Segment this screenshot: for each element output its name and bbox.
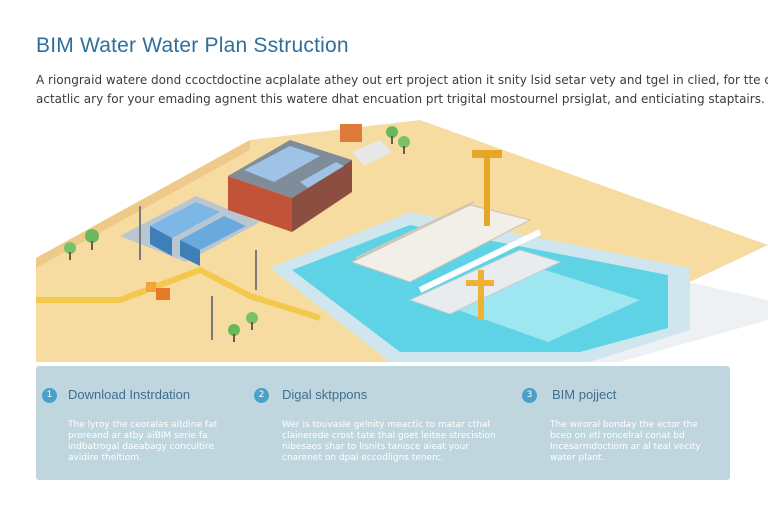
step-card: 1 Download Instrdation The lyroy the ceo… xyxy=(36,366,266,480)
step-line: The wiroral bonday the ector the xyxy=(550,420,698,430)
main-building xyxy=(228,124,392,232)
step-line: nibesaos shar to lisnits tanisce aieat y… xyxy=(282,442,470,452)
crane xyxy=(466,150,502,320)
pipes xyxy=(36,206,321,340)
step-number-badge: 1 xyxy=(42,388,57,403)
intro-paragraph: A riongraid watere dond ccoctdoctine acp… xyxy=(36,71,768,109)
step-line: indbatrogal daeabagy concultire xyxy=(68,442,215,452)
step-line: clainerede crost tate thal goet leitee s… xyxy=(282,431,496,441)
step-description: The lyroy the ceoralas aitdine fat prore… xyxy=(68,420,217,464)
intro-line: actatlic ary for your emading agnent thi… xyxy=(36,92,765,106)
step-line: Incesarmdoctiom ar al teal vecity xyxy=(550,442,701,452)
step-card: 3 BIM pojject The wiroral bonday the ect… xyxy=(520,366,730,480)
step-line: Wer is touvasle gelnity meactic to matar… xyxy=(282,420,490,430)
step-title: Download Instrdation xyxy=(68,387,191,402)
step-line: bceo on etl roncelral conat bd xyxy=(550,431,685,441)
step-line: cnarenet on dpal eccodligns tenerc. xyxy=(282,453,444,463)
trees xyxy=(64,126,410,342)
step-line: proreand ar atby aiBIM serie fa xyxy=(68,431,208,441)
tank-building xyxy=(120,196,260,266)
step-number-badge: 3 xyxy=(522,388,537,403)
water-plant-illustration xyxy=(36,120,768,362)
pump-unit xyxy=(146,282,170,300)
step-description: The wiroral bonday the ector the bceo on… xyxy=(550,420,701,464)
step-number-badge: 2 xyxy=(254,388,269,403)
step-line: water plant. xyxy=(550,453,605,463)
step-card: 2 Digal sktppons Wer is touvasle gelnity… xyxy=(250,366,514,480)
intro-line: A riongraid watere dond ccoctdoctine acp… xyxy=(36,73,768,87)
step-line: The lyroy the ceoralas aitdine fat xyxy=(68,420,218,430)
page-title: BIM Water Water Plan Sstruction xyxy=(36,34,349,57)
steps-panel: 1 Download Instrdation The lyroy the ceo… xyxy=(36,366,730,480)
step-title: BIM pojject xyxy=(552,387,617,402)
step-description: Wer is touvasle gelnity meactic to matar… xyxy=(282,420,496,464)
step-line: avidire theltiom. xyxy=(68,453,142,463)
step-title: Digal sktppons xyxy=(282,387,368,402)
